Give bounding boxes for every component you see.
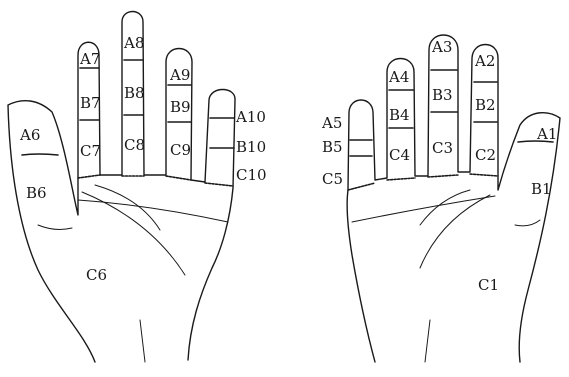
label-c7: C7 xyxy=(80,142,101,160)
label-b5: B5 xyxy=(322,138,343,156)
right-wrist-line xyxy=(425,320,430,362)
label-b7: B7 xyxy=(80,94,101,112)
left-wrist-line xyxy=(140,320,145,362)
left-thumb-crease-a xyxy=(22,154,58,155)
right-hand-labels: A5 B5 C5 A4 B4 C4 A3 B3 C3 A2 B2 C2 A1 B… xyxy=(321,38,557,294)
right-hand xyxy=(347,35,560,362)
label-a2: A2 xyxy=(474,52,495,70)
right-palm-line-2 xyxy=(420,195,490,268)
left-finger-base-hatch xyxy=(78,175,233,186)
label-b3: B3 xyxy=(432,86,453,104)
label-c1: C1 xyxy=(478,276,499,294)
right-palm-line-1 xyxy=(352,196,495,222)
label-a8: A8 xyxy=(123,34,144,52)
label-b8: B8 xyxy=(124,84,145,102)
label-c8: C8 xyxy=(124,136,145,154)
label-b2: B2 xyxy=(475,96,496,114)
label-a10: A10 xyxy=(235,108,266,126)
label-c9: C9 xyxy=(170,141,191,159)
label-c4: C4 xyxy=(389,146,410,164)
label-a5: A5 xyxy=(321,114,342,132)
label-c5: C5 xyxy=(322,170,343,188)
right-thumb-crease-b xyxy=(515,220,540,226)
left-palm-line-2 xyxy=(82,192,185,275)
label-b6: B6 xyxy=(26,184,47,202)
label-b4: B4 xyxy=(389,106,410,124)
label-a1: A1 xyxy=(536,125,557,143)
label-c2: C2 xyxy=(475,146,496,164)
label-a3: A3 xyxy=(431,38,452,56)
label-a4: A4 xyxy=(388,68,409,86)
label-b1: B1 xyxy=(531,180,552,198)
label-a6: A6 xyxy=(19,126,40,144)
label-b10: B10 xyxy=(236,138,266,156)
left-thumb-crease-b xyxy=(38,225,72,229)
label-c10: C10 xyxy=(236,166,267,184)
label-c6: C6 xyxy=(86,266,107,284)
right-hand-outline xyxy=(347,35,560,362)
label-c3: C3 xyxy=(432,139,453,157)
label-a7: A7 xyxy=(79,50,100,68)
label-a9: A9 xyxy=(169,66,190,84)
left-palm-line-1 xyxy=(78,200,228,222)
label-b9: B9 xyxy=(170,98,191,116)
